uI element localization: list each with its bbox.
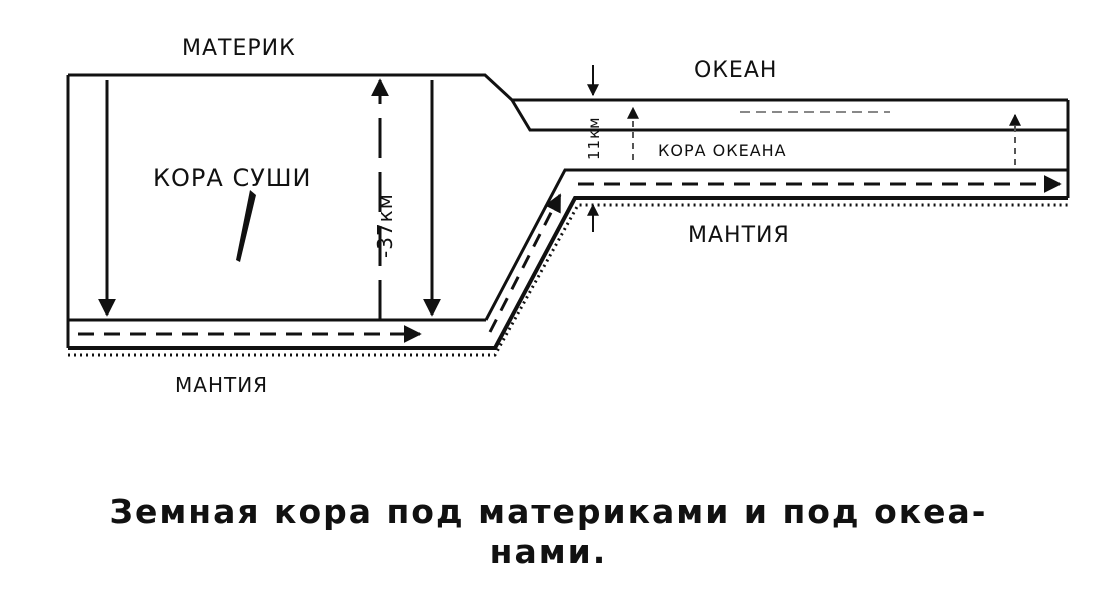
ocean-crust-label: КОРА ОКЕАНА	[658, 141, 787, 160]
thickness-label-ocean: 11км	[585, 117, 603, 160]
caption-line-2: нами.	[489, 532, 608, 571]
ocean-water-outline	[510, 99, 1068, 132]
crust-base-slope	[484, 168, 1068, 321]
mantle-boundary-left	[68, 196, 1068, 350]
land-crust-label: КОРА СУШИ	[153, 164, 311, 192]
caption-line-1: Земная кора под материками и под океа-	[109, 492, 988, 531]
mantle-label-left: МАНТИЯ	[175, 373, 268, 397]
mantle-flow-arrow-slope	[488, 193, 562, 333]
continental-crust-outline	[68, 73, 1068, 102]
mantle-label-right: МАНТИЯ	[688, 223, 790, 248]
continent-label: МАТЕРИК	[182, 36, 296, 61]
ocean-label: ОКЕАН	[694, 58, 777, 83]
rock-fragment-mark	[236, 190, 256, 262]
thickness-label-land: -37км	[373, 193, 397, 258]
figure-caption: Земная кора под материками и под океа- н…	[0, 492, 1097, 572]
